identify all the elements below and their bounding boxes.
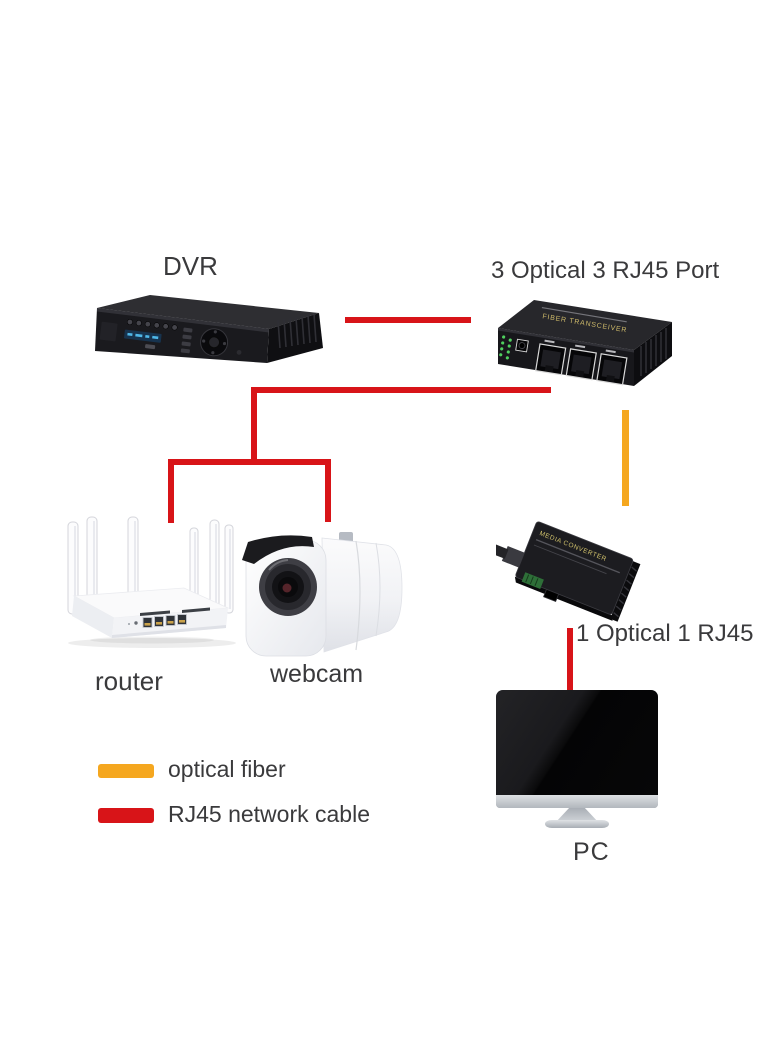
fiber-converter3-to-converter1	[622, 410, 629, 506]
router-ports	[142, 614, 187, 628]
webcam-hood	[242, 535, 314, 564]
dvr-image	[95, 295, 323, 363]
webcam-label: webcam	[270, 660, 364, 688]
pc-base	[545, 820, 609, 828]
router-image	[67, 516, 236, 648]
cable-dvr-to-converter3	[345, 317, 471, 323]
converter3-image: FIBER TRANSCEIVER	[498, 300, 672, 386]
rj45-cable-legend-label: RJ45 network cable	[168, 801, 370, 827]
converter3-label: 3 Optical 3 RJ45 Port	[491, 257, 720, 284]
pc-stand	[555, 808, 599, 823]
dvr-label: DVR	[163, 251, 218, 281]
pc-image	[496, 690, 658, 828]
cable-branch-vertical	[251, 387, 257, 465]
webcam-lens	[282, 583, 292, 593]
pc-screen	[496, 690, 658, 808]
converter1-image: MEDIA CONVERTER	[496, 521, 641, 622]
cable-converter1-to-pc	[567, 628, 573, 692]
cable-converter3-branch-horizontal	[251, 387, 551, 393]
pc-label: PC	[573, 838, 610, 866]
optical-fiber-legend-label: optical fiber	[168, 756, 286, 782]
cable-to-webcam	[325, 459, 331, 522]
cable-split-horizontal	[168, 459, 331, 465]
optical-fiber-swatch	[98, 764, 154, 778]
router-label: router	[95, 666, 163, 696]
converter1-label: 1 Optical 1 RJ45	[576, 620, 754, 647]
rj45-cable-swatch	[98, 808, 154, 823]
webcam-image	[242, 532, 403, 657]
cable-to-router	[168, 459, 174, 523]
